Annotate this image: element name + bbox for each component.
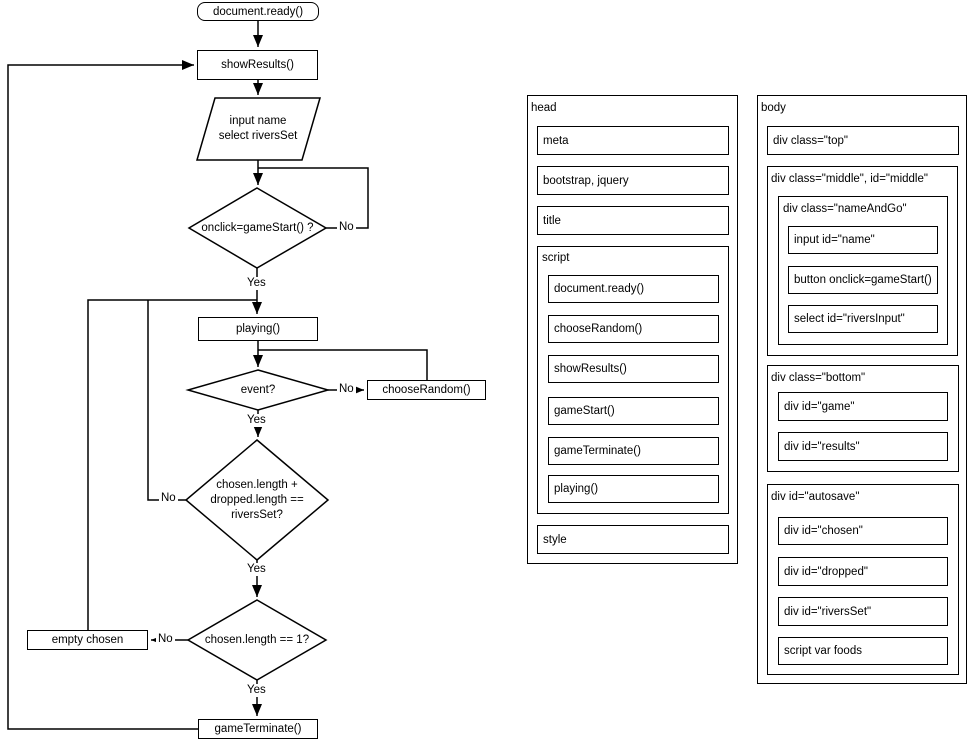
edge-emptychosen-feedback [87,299,257,630]
body-nameandgo-label: div class="nameAndGo" [783,203,907,215]
body-item-select-rivers: select id="riversInput" [788,305,938,333]
head-item-meta: meta [537,126,729,155]
head-item-style: style [537,525,729,554]
flow-text-decision-allplaced: chosen.length + dropped.length == rivers… [210,478,304,521]
body-nameandgo-container [778,196,948,345]
label-yes-event: Yes [245,414,268,427]
flow-node-choose-random: chooseRandom() [367,380,486,400]
flow-node-playing: playing() [198,317,318,341]
body-middle-container [767,166,958,356]
script-item-show-results: showResults() [548,355,719,383]
label-no-gamestart: No [337,221,356,234]
script-item-game-terminate: gameTerminate() [548,437,719,465]
label-yes-lastone: Yes [245,684,268,697]
shape-decision-lastone [186,599,328,681]
label-no-lastone: No [156,633,175,646]
body-item-div-riversset: div id="riversSet" [778,597,948,626]
head-script-label: script [542,252,570,264]
flow-node-document-ready: document.ready() [197,2,319,21]
script-item-document-ready: document.ready() [548,275,719,303]
body-autosave-label: div id="autosave" [771,491,860,503]
body-item-button-gamestart: button onclick=gameStart() [788,266,938,294]
body-tree-container [757,95,967,684]
edge-chooserandom-return [258,349,428,380]
flow-text-decision-event: event? [240,383,276,396]
body-bottom-container [767,365,959,472]
script-item-playing: playing() [548,475,719,503]
body-item-div-chosen: div id="chosen" [778,517,948,545]
shape-input-parallelogram [196,97,321,161]
head-tree-container [527,95,738,564]
body-autosave-container [767,484,959,675]
body-item-div-top: div class="top" [767,126,959,155]
script-item-game-start: gameStart() [548,397,719,425]
script-item-choose-random: chooseRandom() [548,315,719,343]
label-no-allplaced: No [159,492,178,505]
body-bottom-label: div class="bottom" [771,372,866,384]
body-item-input-name: input id="name" [788,226,938,254]
body-middle-label: div class="middle", id="middle" [771,173,928,185]
head-item-title: title [537,206,729,235]
label-yes-allplaced: Yes [245,563,268,576]
head-script-container [537,246,729,514]
body-item-div-results: div id="results" [778,432,948,461]
label-yes-gamestart: Yes [245,277,268,290]
shape-decision-allplaced [184,439,330,561]
body-item-script-var-foods: script var foods [778,637,948,665]
head-item-libs: bootstrap, jquery [537,166,729,195]
shape-decision-event [185,369,331,411]
flow-node-empty-chosen: empty chosen [27,630,148,650]
body-tree-title: body [761,102,786,114]
body-item-div-dropped: div id="dropped" [778,557,948,586]
edge-terminate-to-showresults-loop [7,60,198,730]
shape-decision-gamestart [187,187,328,269]
flow-node-show-results: showResults() [197,50,318,80]
edge-allplaced-no-feedback [147,300,186,501]
flow-text-decision-gamestart: onclick=gameStart() ? [201,221,314,234]
head-tree-title: head [531,102,557,114]
label-no-event: No [337,383,356,396]
flow-text-decision-lastone: chosen.length == 1? [204,633,310,646]
flow-text-input-select: input name select riversSet [218,115,298,142]
flow-node-game-terminate: gameTerminate() [198,719,318,739]
body-item-div-game: div id="game" [778,392,948,421]
